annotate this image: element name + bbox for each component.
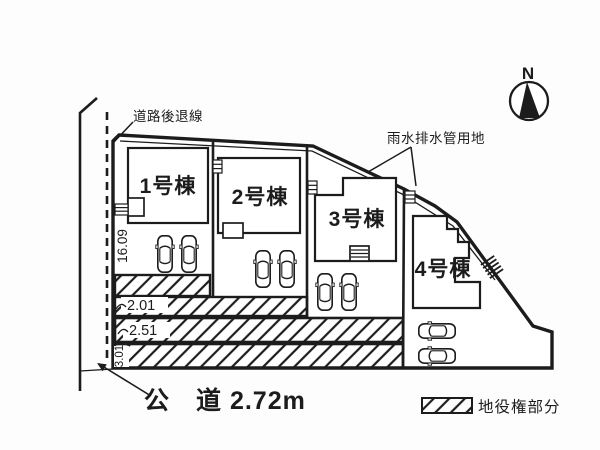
car-icon	[179, 235, 199, 274]
building-4-entrance-steps	[404, 190, 416, 204]
building-3-entrance-steps	[349, 245, 370, 262]
plot-divider-3-4	[401, 189, 406, 369]
car-icon	[417, 320, 457, 342]
legend-label: 地役権部分	[478, 398, 561, 416]
dim-2-01-leader	[115, 303, 127, 310]
building-1: 1号棟	[114, 146, 210, 225]
building-1-label: 1号棟	[140, 174, 197, 198]
dim-2-51-leader	[117, 328, 129, 335]
car-icon	[276, 250, 298, 289]
building-4: 4号棟	[404, 190, 482, 310]
road-west-edge-line	[78, 97, 98, 391]
dim-3-01: 3.01	[114, 345, 126, 367]
building-1-porch	[127, 197, 145, 217]
setback-label: 道路後退線	[133, 109, 203, 124]
building-3-outline	[313, 176, 398, 263]
easement-legend: 地役権部分	[421, 397, 561, 416]
building-2-porch	[222, 222, 244, 239]
building-2-entrance-steps	[212, 159, 223, 174]
dim-16-09: 16.09	[115, 229, 130, 263]
building-3-side-steps	[307, 180, 318, 195]
road-leader-line	[98, 363, 152, 397]
north-compass: N	[508, 64, 550, 122]
car-icon	[417, 345, 457, 367]
easement-band-3-01	[113, 342, 405, 370]
car-icon	[338, 272, 360, 312]
building-2: 2号棟	[212, 156, 302, 239]
building-3: 3号棟	[307, 176, 398, 263]
dim-2-01-backdrop	[121, 297, 168, 313]
compass-needle-icon	[519, 82, 540, 118]
road-leader-arrow	[97, 363, 107, 372]
building-2-outline	[216, 156, 302, 235]
building-4-label: 4号棟	[415, 257, 472, 281]
building-4-outline	[411, 214, 482, 310]
hatch-strip-plot1	[113, 273, 212, 298]
building-1-entrance-steps	[114, 203, 129, 216]
dim-2-01: 2.01	[127, 298, 155, 314]
dim-2-51: 2.51	[129, 323, 157, 339]
car-icon	[314, 272, 336, 312]
setback-leader-line	[113, 121, 134, 143]
building-2-label: 2号棟	[232, 185, 289, 209]
road-width-label: 公 道 2.72m	[144, 386, 306, 415]
drain-label: 雨水排水管用地	[387, 131, 485, 146]
dim-3-01-backdrop	[114, 346, 129, 367]
compass-north-label: N	[522, 64, 534, 83]
drain-leader-lines	[367, 146, 417, 187]
car-icon	[155, 235, 175, 274]
building-3-label: 3号棟	[329, 207, 386, 231]
dim-2-51-backdrop	[123, 322, 170, 338]
drain-pipe-hatch-mark	[480, 255, 504, 279]
easement-legend-swatch	[421, 397, 473, 414]
car-icon	[253, 250, 274, 289]
